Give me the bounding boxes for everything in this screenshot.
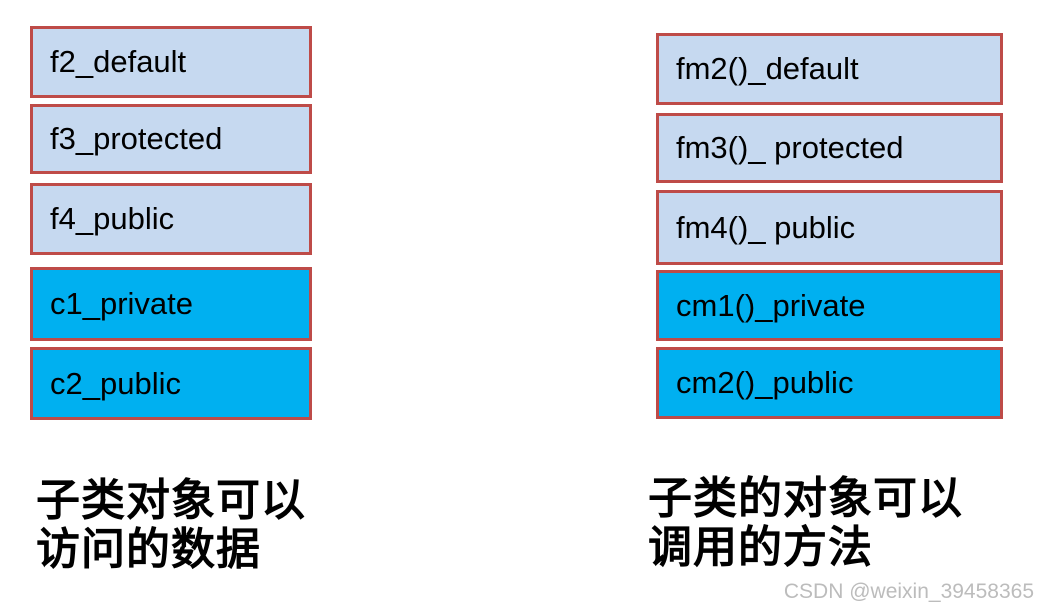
box-fm4-public: fm4()_ public — [656, 190, 1003, 265]
box-cm2-public: cm2()_public — [656, 347, 1003, 419]
caption-left-line1: 子类对象可以 — [36, 476, 306, 525]
box-cm1-private: cm1()_private — [656, 270, 1003, 341]
box-label: cm2()_public — [676, 365, 854, 400]
caption-left-line2: 访问的数据 — [36, 525, 261, 574]
box-label: fm3()_ protected — [676, 130, 904, 165]
box-label: cm1()_private — [676, 287, 866, 323]
box-fm3-protected: fm3()_ protected — [656, 113, 1003, 183]
box-fm2-default: fm2()_default — [656, 33, 1003, 105]
box-f4-public: f4_public — [30, 183, 312, 255]
box-label: c2_public — [50, 365, 181, 401]
box-f2-default: f2_default — [30, 26, 312, 98]
box-label: f2_default — [50, 44, 187, 79]
caption-right: 子类的对象可以 调用的方法 — [648, 474, 963, 572]
csdn-watermark: CSDN @weixin_39458365 — [783, 580, 1034, 603]
box-label: fm4()_ public — [676, 209, 856, 245]
box-label: f3_protected — [50, 121, 223, 156]
box-c2-public: c2_public — [30, 347, 312, 420]
caption-left: 子类对象可以 访问的数据 — [36, 476, 306, 574]
box-f3-protected: f3_protected — [30, 104, 312, 174]
box-label: fm2()_default — [676, 51, 859, 86]
box-label: f4_public — [50, 201, 175, 236]
box-c1-private: c1_private — [30, 267, 312, 341]
caption-right-line1: 子类的对象可以 — [648, 474, 963, 523]
caption-right-line2: 调用的方法 — [648, 523, 873, 572]
box-label: c1_private — [50, 286, 194, 321]
